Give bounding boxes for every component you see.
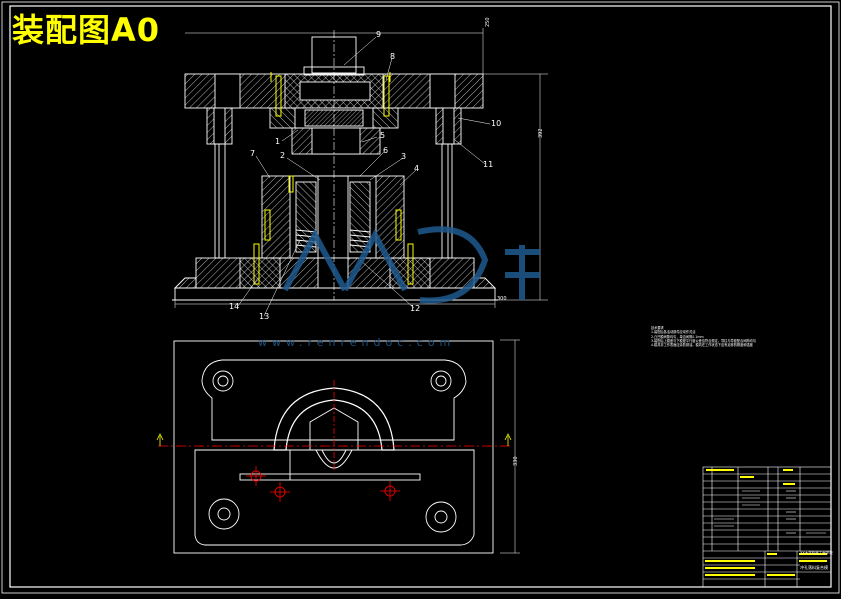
yellow-fasteners [253,72,414,285]
leader-lines [237,36,491,317]
plan-guide-hole-tr [430,370,452,392]
plan-hex-punch [309,407,359,451]
plan-lower-plate-outline [194,449,475,546]
part-label-13: 13 [259,312,270,321]
plan-guide-hole-br [425,501,457,533]
plan-guide-hole-tl [212,370,234,392]
plan-upper-plate-outline [201,359,467,441]
dimension-lines [174,28,548,554]
drawing-title: 装配图A0 [12,11,161,49]
plan-outer-rect [173,340,494,554]
title-block-fills [705,469,827,576]
watermark-url: www.renrendoc.com [258,336,456,349]
part-label-1: 1 [275,137,281,146]
tech-note-heading: 技术要求 [651,326,664,330]
part-label-2: 2 [280,151,286,160]
plan-view [173,340,494,554]
dim-plan-height: 330 [513,456,519,466]
part-label-11: 11 [483,160,494,169]
part-label-8: 8 [390,52,396,61]
tech-note-1: 1.装配后各活动部件应动作灵活 [651,330,696,335]
part-label-9: 9 [376,30,382,39]
part-label-4: 4 [414,164,420,173]
part-label-10: 10 [491,119,502,128]
part-label-5: 5 [380,131,386,140]
tech-note-3: 3.装配后上模座与下模座平行度公差应符合规定，导柱与导套配合间隙均匀 [651,338,757,343]
dim-right-height: 392 [538,128,544,138]
plan-arc-workpiece [273,387,395,451]
tech-note-4: 4.模具非工作表面应涂防锈油，模具在工作状态下应有足够的刚度和强度 [651,343,753,348]
plan-guide-hole-bl [208,498,240,530]
section-arrows [156,433,512,446]
part-label-7: 7 [250,149,256,158]
dim-base-width: 300 [497,296,507,302]
part-label-12: 12 [410,304,421,313]
tech-note-2: 2.凸凹模间隙均匀，单边间隙0.1mm [651,334,704,339]
part-label-3: 3 [401,152,407,161]
sheet-inner-border [9,5,832,588]
title-block-drawing-name: 冲孔落料复合模 [800,565,828,570]
front-section-view [172,30,498,301]
plan-center-lines [158,380,512,502]
title-block [702,466,832,588]
guide-pillar-left [214,143,226,259]
part-label-14: 14 [229,302,240,311]
technical-notes: 技术要求 1.装配后各活动部件应动作灵活 2.凸凹模间隙均匀，单边间隙0.1mm… [651,326,756,347]
dim-top-width: 250 [485,17,491,27]
part-label-6: 6 [383,146,389,155]
title-block-company: XX大学机械工程学院 [800,551,833,555]
title-block-entries [714,490,826,534]
guide-pillar-right [441,143,453,259]
watermark-logo [282,226,540,304]
